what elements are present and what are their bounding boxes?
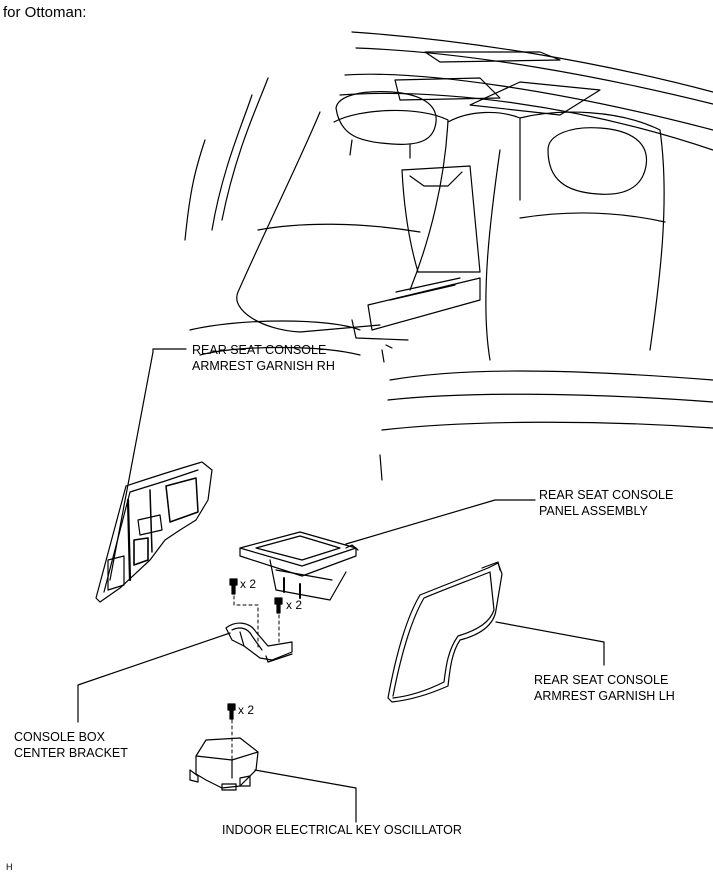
console-panel-assembly-part — [239, 531, 359, 601]
bolt-icon — [227, 703, 236, 720]
fastener-dashed-lines — [231, 595, 280, 771]
fastener-qty-bracket-right: x 2 — [286, 598, 303, 612]
bolt-icon — [229, 578, 238, 595]
bolt-icons — [227, 578, 283, 720]
figure-code: H — [6, 862, 13, 872]
armrest-garnish-rh-part — [95, 461, 213, 603]
armrest-garnish-lh-part — [387, 561, 503, 703]
leader-lines — [77, 348, 605, 823]
label-center-bracket: CONSOLE BOX CENTER BRACKET — [14, 730, 128, 760]
rear-seat-scene — [184, 31, 713, 481]
bolt-icon — [274, 597, 283, 614]
key-oscillator-part — [189, 737, 259, 791]
center-bracket-part — [225, 622, 293, 663]
label-console-panel-assembly: REAR SEAT CONSOLE PANEL ASSEMBLY — [539, 488, 674, 518]
label-armrest-garnish-rh: REAR SEAT CONSOLE ARMREST GARNISH RH — [192, 343, 335, 373]
label-armrest-garnish-lh: REAR SEAT CONSOLE ARMREST GARNISH LH — [534, 673, 675, 703]
label-key-oscillator: INDOOR ELECTRICAL KEY OSCILLATOR — [222, 823, 462, 837]
fastener-qty-bracket-left: x 2 — [240, 577, 257, 591]
page-title: for Ottoman: — [3, 4, 87, 21]
fastener-qty-oscillator: x 2 — [238, 703, 255, 717]
